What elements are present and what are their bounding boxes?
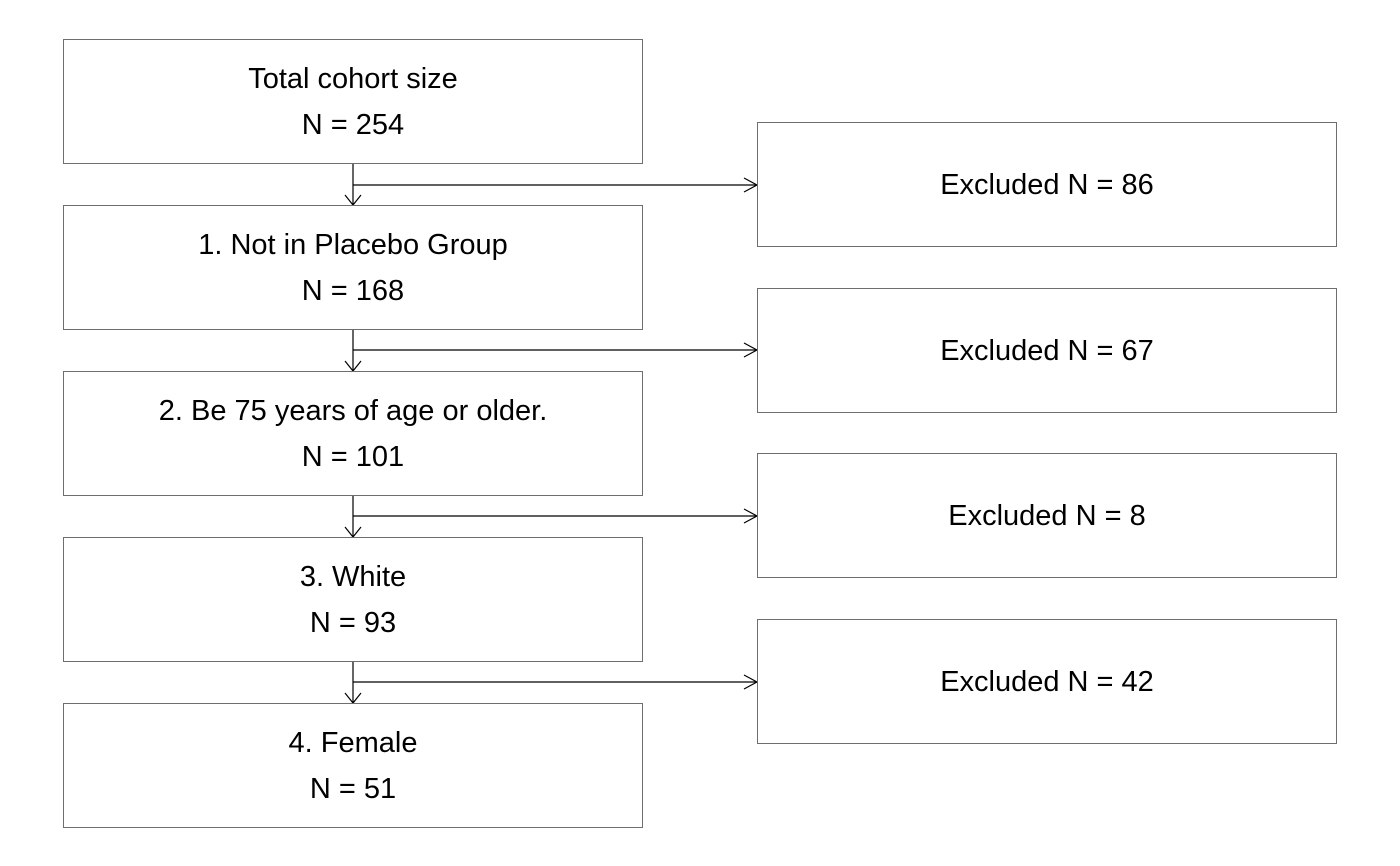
step-count: N = 51	[309, 772, 397, 805]
exclusion-box-1: Excluded N = 86	[757, 122, 1337, 247]
step-count: N = 254	[301, 108, 405, 141]
exclusion-box-3: Excluded N = 8	[757, 453, 1337, 578]
connector-step-2-to-3	[344, 495, 362, 538]
step-label: 3. White	[299, 560, 407, 593]
exclusion-text: Excluded N = 42	[940, 665, 1154, 698]
exclusion-box-4: Excluded N = 42	[757, 619, 1337, 744]
connector-exclusion-0	[353, 177, 759, 193]
step-label: Total cohort size	[248, 62, 458, 95]
exclusion-text: Excluded N = 86	[940, 168, 1154, 201]
step-label: 1. Not in Placebo Group	[198, 228, 508, 261]
step-box-age-75-plus: 2. Be 75 years of age or older. N = 101	[63, 371, 643, 496]
step-box-white: 3. White N = 93	[63, 537, 643, 662]
connector-exclusion-3	[353, 674, 759, 690]
connector-step-0-to-1	[344, 163, 362, 206]
step-box-not-in-placebo: 1. Not in Placebo Group N = 168	[63, 205, 643, 330]
step-label: 2. Be 75 years of age or older.	[158, 394, 548, 427]
connector-exclusion-2	[353, 508, 759, 524]
exclusion-text: Excluded N = 8	[948, 499, 1146, 532]
connector-step-3-to-4	[344, 661, 362, 704]
exclusion-text: Excluded N = 67	[940, 334, 1154, 367]
connector-step-1-to-2	[344, 329, 362, 372]
step-box-total-cohort: Total cohort size N = 254	[63, 39, 643, 164]
step-count: N = 93	[309, 606, 397, 639]
connector-exclusion-1	[353, 342, 759, 358]
step-box-female: 4. Female N = 51	[63, 703, 643, 828]
step-label: 4. Female	[288, 726, 418, 759]
step-count: N = 168	[301, 274, 405, 307]
step-count: N = 101	[301, 440, 405, 473]
exclusion-box-2: Excluded N = 67	[757, 288, 1337, 413]
